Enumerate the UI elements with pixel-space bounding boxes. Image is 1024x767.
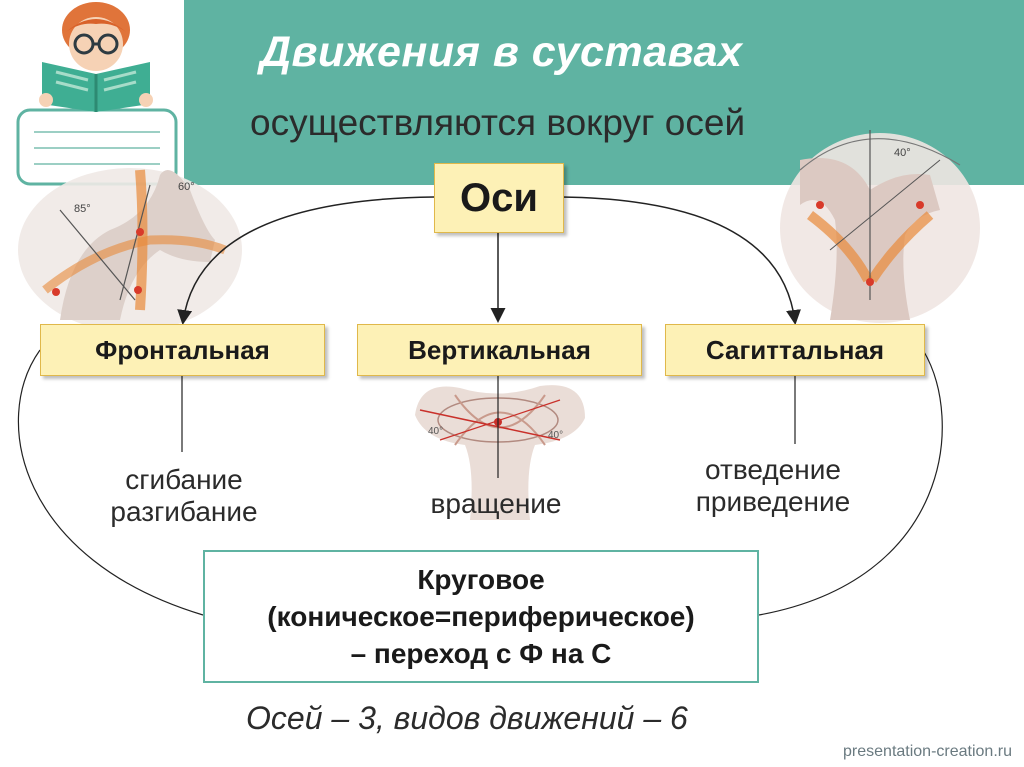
- sagittal-axis-figure: 40°: [780, 130, 980, 323]
- degree-label-40-left: 40°: [428, 426, 443, 437]
- sagittal-motions: отведение приведение: [660, 454, 886, 518]
- page-title: Движения в суставах: [260, 28, 743, 76]
- motion-extension: разгибание: [110, 496, 258, 527]
- frontal-motions: сгибание разгибание: [64, 464, 304, 528]
- vertical-motions: вращение: [376, 488, 616, 520]
- degree-label-60: 60°: [178, 181, 195, 193]
- axes-node: Оси: [434, 163, 564, 233]
- motion-adduction: приведение: [695, 486, 851, 517]
- circular-motion-box: Круговое (коническое=периферическое) – п…: [203, 550, 759, 683]
- frontal-axis-figure: 85° 60°: [18, 168, 242, 332]
- motion-flexion: сгибание: [125, 464, 243, 495]
- page-subtitle: осуществляются вокруг осей: [250, 102, 746, 143]
- circular-line-2: (коническое=периферическое): [267, 601, 695, 632]
- summary-text: Осей – 3, видов движений – 6: [246, 700, 688, 736]
- degree-label-40-right: 40°: [548, 430, 563, 441]
- circular-line-1: Круговое: [417, 564, 545, 595]
- degree-label-40-top: 40°: [894, 147, 911, 159]
- reader-icon: [16, 2, 178, 186]
- frontal-axis-box: Фронтальная: [40, 324, 325, 376]
- circular-line-3: – переход с Ф на С: [350, 638, 612, 669]
- motion-abduction: отведение: [705, 454, 841, 485]
- degree-label-85: 85°: [74, 203, 91, 215]
- watermark: presentation-creation.ru: [843, 743, 1012, 760]
- sagittal-axis-box: Сагиттальная: [665, 324, 925, 376]
- motion-rotation: вращение: [430, 488, 562, 519]
- vertical-axis-box: Вертикальная: [357, 324, 642, 376]
